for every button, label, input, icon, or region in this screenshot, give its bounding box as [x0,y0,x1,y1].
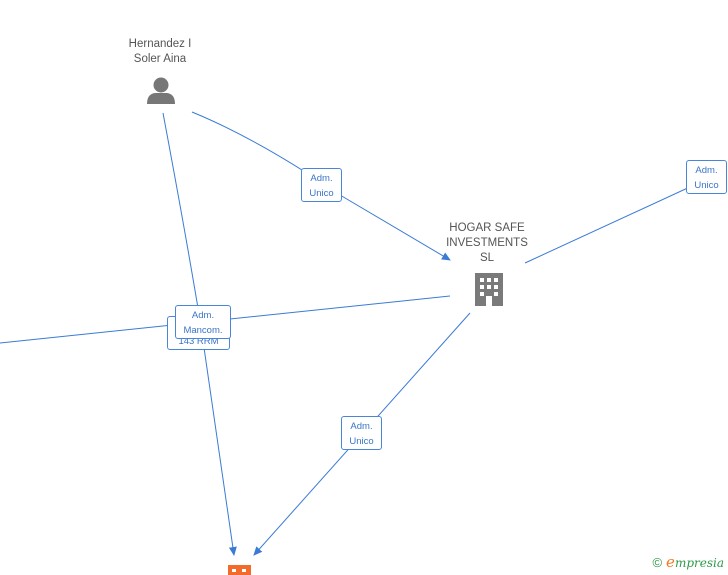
edge-top-right [524,179,706,264]
company-orange-icon[interactable] [228,565,251,575]
brand-name: mpresia [674,556,724,570]
company-node-label: HOGAR SAFE INVESTMENTS SL [446,222,528,264]
person-icon[interactable] [147,77,175,105]
person-node-label: Hernandez I Soler Aina [128,38,192,65]
copyright-symbol: © [652,554,663,570]
edge-label-top-right[interactable]: Adm. Unico [686,160,727,194]
edge-label-person-to-target[interactable]: Adm. Mancom. [175,305,231,339]
brand-initial: e [666,553,675,571]
empresia-watermark: © empresia [652,553,724,571]
edge-label-person-to-company[interactable]: Adm. Unico [301,168,342,202]
building-icon[interactable] [475,273,503,306]
edge-label-company-to-target[interactable]: Adm. Unico [341,416,382,450]
